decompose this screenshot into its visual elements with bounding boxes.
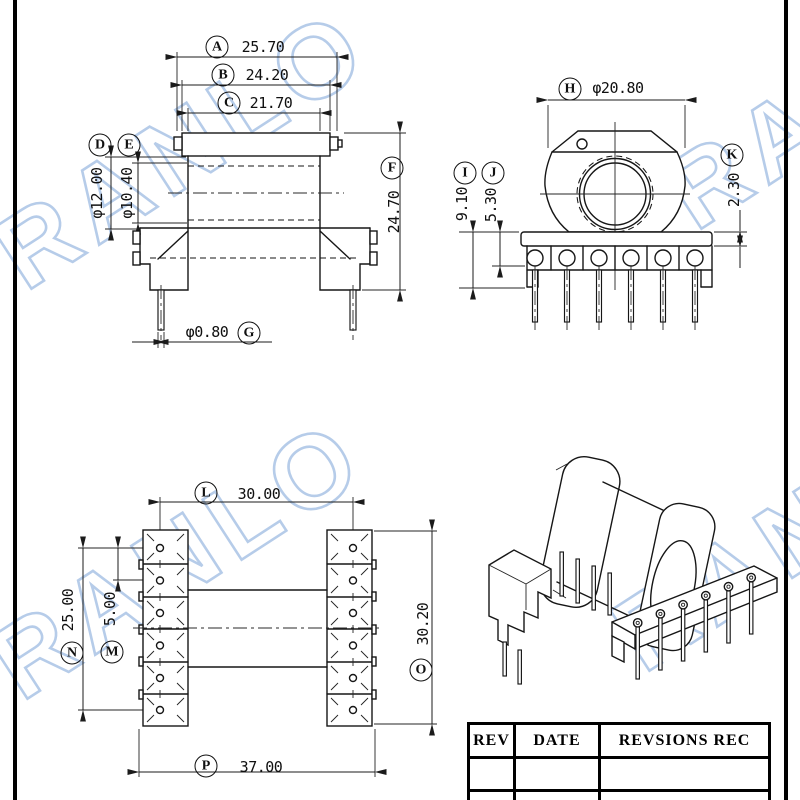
dim-balloon-C: C xyxy=(217,91,241,115)
dim-value-L: 30.00 xyxy=(237,485,281,503)
bottom-view xyxy=(78,497,437,777)
dim-value-O: 30.20 xyxy=(414,602,432,646)
dim-balloon-B: B xyxy=(211,63,235,87)
dim-balloon-H: H xyxy=(558,77,582,101)
revision-table-empty-row xyxy=(467,756,771,792)
dim-balloon-E: E xyxy=(117,133,141,157)
dim-balloon-I: I xyxy=(453,161,477,185)
dim-value-I: 9.10 xyxy=(453,186,471,222)
dim-balloon-N: N xyxy=(60,641,84,665)
dim-balloon-D: D xyxy=(88,133,112,157)
revision-table: REV DATE REVSIONS REC xyxy=(467,722,771,800)
dim-value-A: 25.70 xyxy=(241,38,285,56)
revision-table-header-date: DATE xyxy=(513,722,601,759)
dim-value-E: φ10.40 xyxy=(118,167,136,219)
dim-value-B: 24.20 xyxy=(245,66,289,84)
dim-balloon-L: L xyxy=(194,481,218,505)
dim-value-N: 25.00 xyxy=(59,588,77,632)
dim-balloon-G: G xyxy=(237,321,261,345)
dim-balloon-A: A xyxy=(205,35,229,59)
revision-table-empty-row xyxy=(467,789,771,800)
dim-value-K: 2.30 xyxy=(725,172,743,208)
revision-table-header-row: REV DATE REVSIONS REC xyxy=(467,722,771,759)
dim-value-H: φ20.80 xyxy=(592,79,644,97)
dim-balloon-K: K xyxy=(720,143,744,167)
revision-table-header-rev: REV xyxy=(467,722,516,759)
dim-balloon-O: O xyxy=(409,658,433,682)
dim-balloon-M: M xyxy=(100,640,124,664)
dim-balloon-P: P xyxy=(194,754,218,778)
isometric-view xyxy=(488,456,778,685)
dim-value-C: 21.70 xyxy=(249,94,293,112)
dim-value-F: 24.70 xyxy=(385,190,403,234)
dim-balloon-J: J xyxy=(481,161,505,185)
sheet-border-right xyxy=(784,0,788,800)
dim-value-D: φ12.00 xyxy=(88,167,106,219)
dim-value-G: φ0.80 xyxy=(185,323,229,341)
dim-value-J: 5.30 xyxy=(482,187,500,223)
dim-value-P: 37.00 xyxy=(239,758,283,776)
dim-value-M: 5.00 xyxy=(101,591,119,627)
locator-hole xyxy=(576,138,588,150)
revision-table-header-revsions-rec: REVSIONS REC xyxy=(598,722,771,759)
front-view xyxy=(105,52,406,348)
side-view xyxy=(459,97,747,330)
sheet-border-left xyxy=(13,0,17,800)
dim-balloon-F: F xyxy=(380,156,404,180)
